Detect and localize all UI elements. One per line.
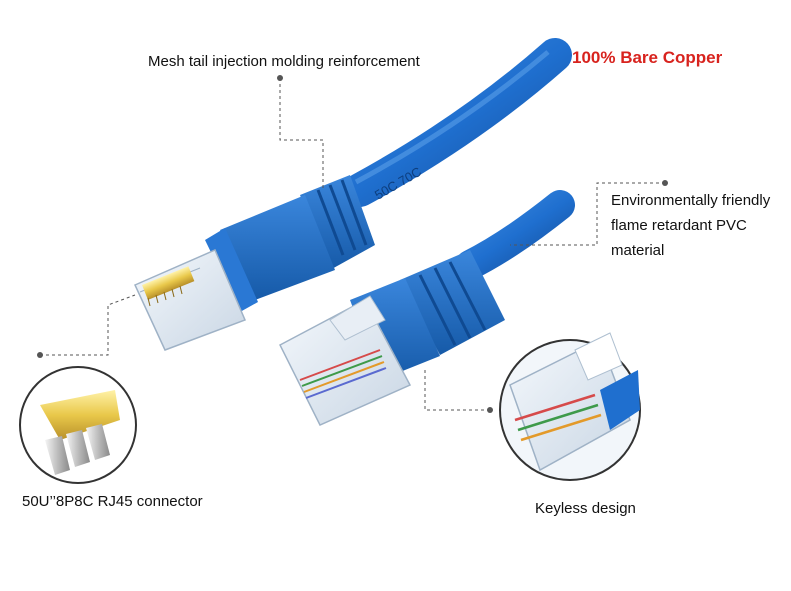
plug-upper [133, 249, 246, 351]
leader-dots [37, 75, 668, 413]
boot-upper [205, 175, 375, 312]
pvc-line-2: flame retardant PVC [611, 217, 747, 234]
keyless-detail [499, 332, 641, 481]
pvc-line-1: Environmentally friendly [611, 192, 771, 209]
gold-pins-detail [19, 366, 137, 484]
connector-label: 50U’’8P8C RJ45 connector [22, 493, 203, 510]
pvc-material-label: Environmentally friendly flame retardant… [611, 188, 781, 263]
bare-copper-headline: 100% Bare Copper [572, 48, 723, 67]
keyless-label: Keyless design [535, 500, 636, 517]
cable-upper: 50C 70C [343, 38, 572, 207]
plug-lower [279, 295, 412, 426]
cable-lower [455, 190, 575, 280]
leader-lines [40, 78, 665, 411]
pvc-line-3: material [611, 242, 665, 259]
gold-contacts-upper [142, 266, 195, 307]
mesh-tail-label: Mesh tail injection molding reinforcemen… [148, 53, 420, 70]
